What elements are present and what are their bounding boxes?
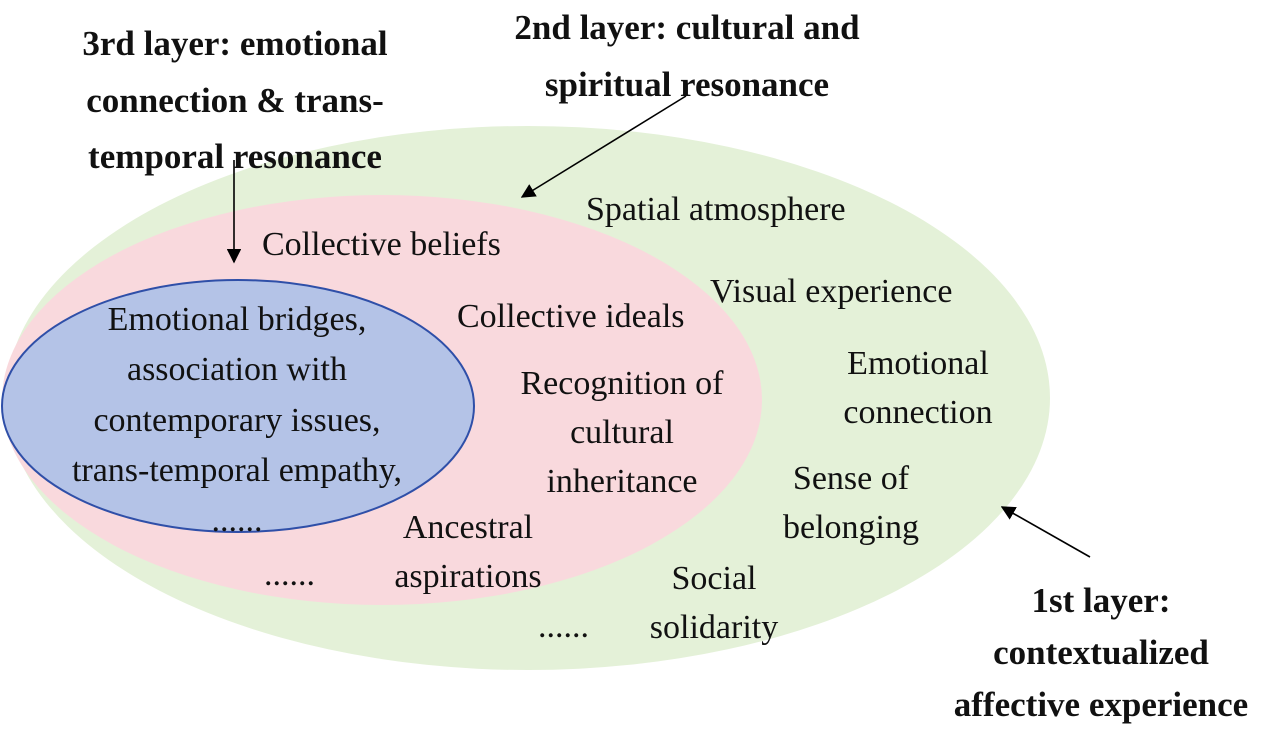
layer3-label-line: connection & trans- (86, 80, 384, 120)
layer1-label: 1st layer: contextualized affective expe… (938, 575, 1264, 730)
layer1-ellipsis: ...... (538, 608, 589, 645)
layer3-ellipse (1, 279, 475, 533)
arrow-layer1 (1000, 506, 1091, 558)
social-solidarity-line: Social (671, 560, 757, 597)
recognition-line: cultural (570, 413, 674, 451)
layer3-item-line: trans-temporal empathy, (71, 451, 403, 489)
layer3-label-line: 3rd layer: emotional (82, 24, 388, 63)
recognition-of-cultural-inheritance: Recognition of cultural inheritance (492, 360, 752, 507)
layer3-item-line: ...... (211, 502, 263, 540)
layer-ellipses (1, 95, 1091, 670)
emotional-connection-line: Emotional (847, 345, 989, 382)
layer2-ellipsis: ...... (264, 556, 315, 593)
emotional-connection: Emotional connection (816, 340, 1020, 438)
visual-experience: Visual experience (710, 273, 953, 310)
social-solidarity: Social solidarity (624, 555, 804, 653)
layer1-label-line: 1st layer: (1031, 581, 1171, 620)
arrow-layer2 (520, 95, 687, 198)
sense-of-belonging-line: belonging (783, 508, 919, 546)
collective-beliefs: Collective beliefs (262, 226, 501, 263)
spatial-atmosphere: Spatial atmosphere (586, 191, 846, 228)
ancestral-line: Ancestral (402, 509, 534, 546)
layer2-label-line: 2nd layer: cultural and (514, 8, 860, 47)
recognition-line: inheritance (546, 462, 698, 500)
emotional-connection-line: connection (843, 393, 993, 431)
layer1-label-line: contextualized (993, 632, 1209, 672)
layer3-items: Emotional bridges, association with cont… (12, 295, 462, 547)
layer3-item-line: Emotional bridges, (107, 301, 367, 338)
diagram-canvas: 3rd layer: emotional connection & trans-… (1, 0, 1248, 724)
layer3-item-line: association with (126, 351, 348, 389)
sense-of-belonging: Sense of belonging (756, 455, 946, 553)
layer3-label-line: temporal resonance (88, 137, 382, 177)
layer2-label-line: spiritual resonance (544, 64, 830, 104)
layer2-label: 2nd layer: cultural and spiritual resona… (472, 0, 902, 113)
ancestral-line: aspirations (394, 557, 542, 595)
layer3-label: 3rd layer: emotional connection & trans-… (54, 16, 416, 186)
social-solidarity-line: solidarity (649, 608, 779, 646)
layer3-item-line: contemporary issues, (93, 401, 381, 439)
recognition-line: Recognition of (520, 365, 724, 402)
ancestral-aspirations: Ancestral aspirations (370, 504, 566, 602)
sense-of-belonging-line: Sense of (792, 460, 910, 497)
collective-ideals: Collective ideals (457, 298, 685, 335)
layer1-label-line: affective experience (953, 684, 1249, 724)
